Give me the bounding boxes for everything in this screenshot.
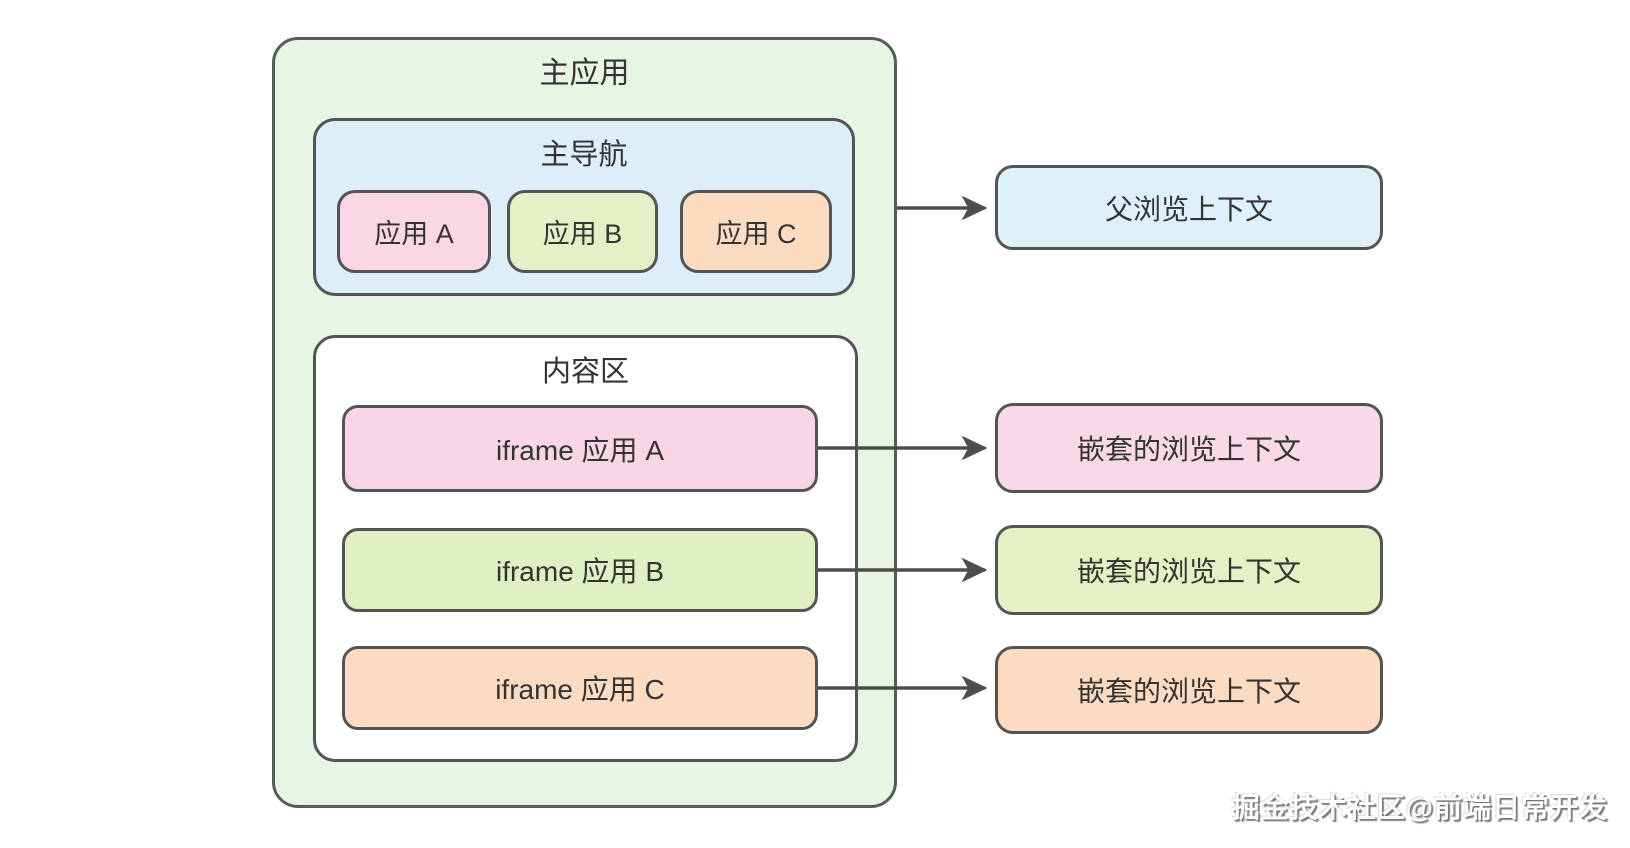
watermark-text: 掘金技术社区@前端日常开发 xyxy=(1231,792,1608,823)
nested-browsing-context-a-box: 嵌套的浏览上下文 xyxy=(995,403,1383,493)
main-nav-title: 主导航 xyxy=(540,139,628,171)
nav-app-a-box: 应用 A xyxy=(337,190,491,273)
iframe-app-a-box: iframe 应用 A xyxy=(342,405,818,492)
nested-browsing-context-c-box: 嵌套的浏览上下文 xyxy=(995,646,1383,734)
iframe-app-c-box: iframe 应用 C xyxy=(342,646,818,730)
parent-browsing-context-box: 父浏览上下文 xyxy=(995,165,1383,250)
content-area-title: 内容区 xyxy=(541,356,629,388)
nav-app-b-box: 应用 B xyxy=(507,190,658,273)
iframe-app-b-box: iframe 应用 B xyxy=(342,528,818,612)
main-app-title: 主应用 xyxy=(539,57,630,90)
nav-app-c-box: 应用 C xyxy=(680,190,832,273)
nested-browsing-context-b-box: 嵌套的浏览上下文 xyxy=(995,525,1383,615)
